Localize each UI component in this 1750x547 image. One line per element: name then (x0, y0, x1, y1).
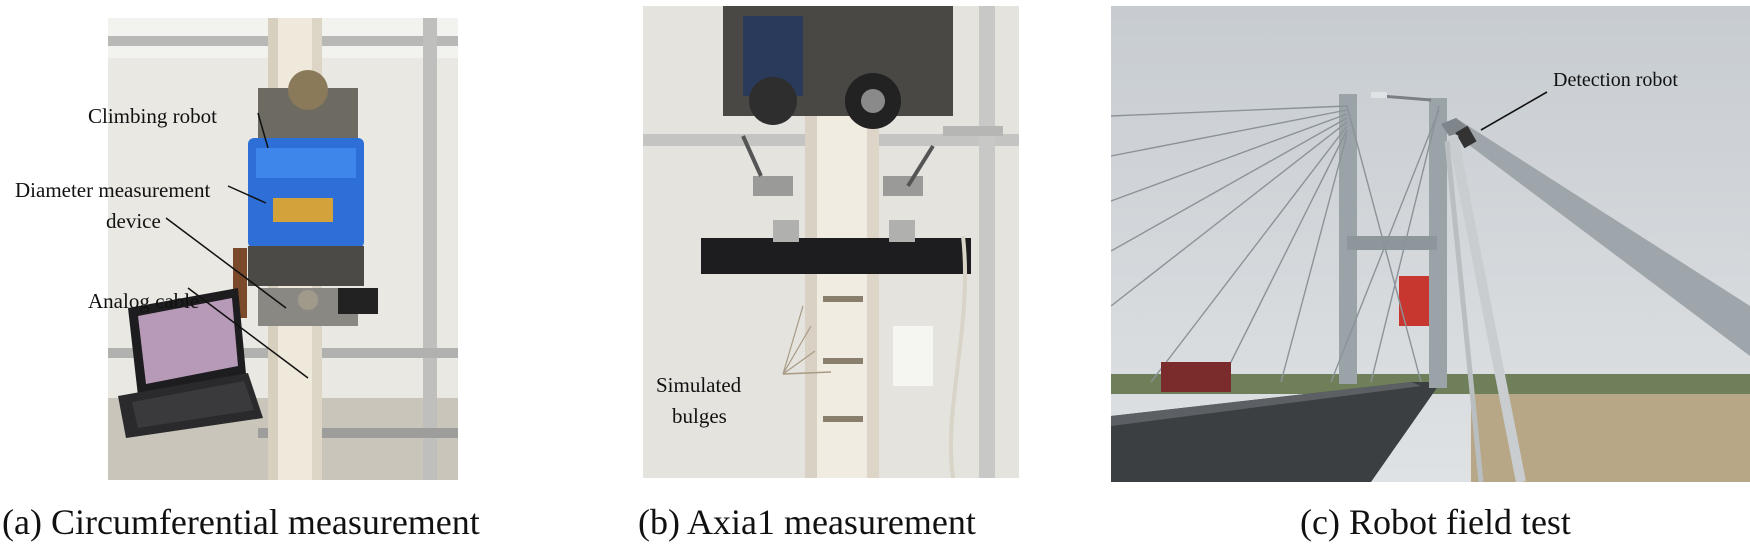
caption-b: (b) Axia1 measurement (638, 502, 976, 542)
label-diameter-measurement-device-line1: Diameter measurement (15, 178, 211, 202)
photo-axial-measurement (643, 6, 1019, 478)
label-climbing-robot: Climbing robot (88, 104, 217, 128)
label-detection-robot: Detection robot (1553, 69, 1678, 91)
label-simulated-bulges-line2: bulges (672, 404, 727, 428)
label-simulated-bulges-line1: Simulated (656, 373, 742, 397)
caption-c: (c) Robot field test (1300, 502, 1571, 542)
label-analog-cable: Analog cable (88, 289, 200, 313)
caption-a: (a) Circumferential measurement (2, 502, 480, 542)
photo-robot-field-test (1111, 6, 1750, 482)
label-diameter-measurement-device-line2: device (106, 209, 161, 233)
photo-circumferential-measurement (108, 18, 458, 480)
